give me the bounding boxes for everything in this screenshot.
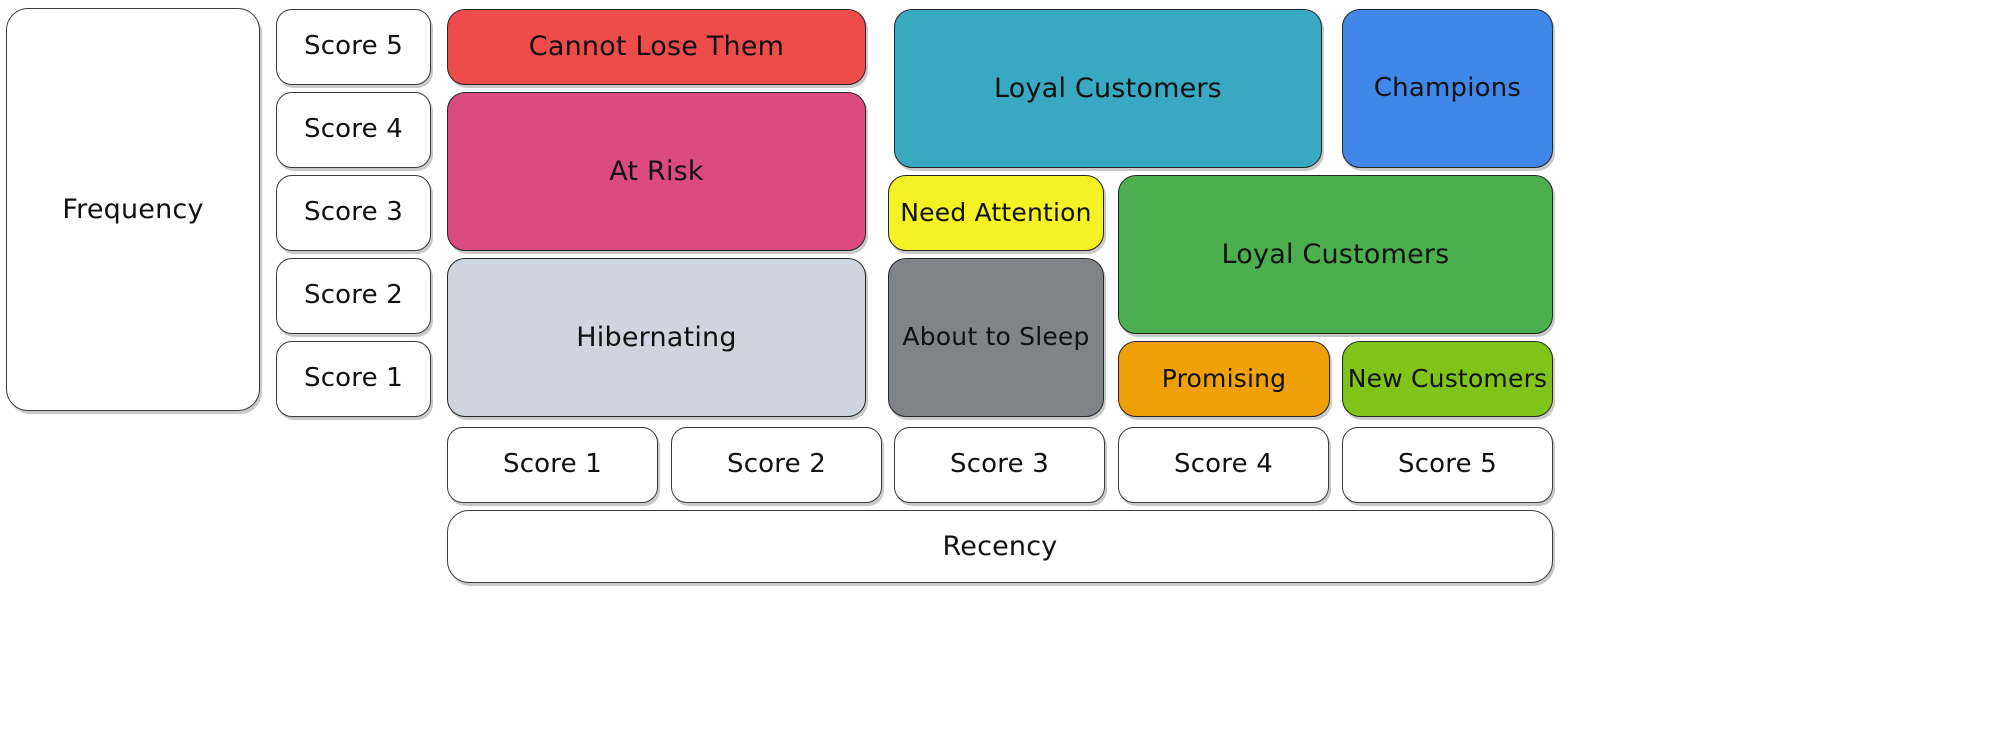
segment-new-customers[interactable]: New Customers bbox=[1342, 341, 1553, 417]
recency-score-2-label: Score 2 bbox=[671, 427, 882, 503]
recency-score-4-label: Score 4 bbox=[1118, 427, 1329, 503]
segment-about-to-sleep[interactable]: About to Sleep bbox=[888, 258, 1104, 417]
frequency-axis-label-text: Frequency bbox=[62, 193, 204, 225]
segment-loyal-customers-teal[interactable]: Loyal Customers bbox=[894, 9, 1322, 168]
frequency-score-1-label: Score 1 bbox=[276, 341, 431, 417]
recency-score-5-label: Score 5 bbox=[1342, 427, 1553, 503]
segment-at-risk[interactable]: At Risk bbox=[447, 92, 866, 251]
recency-axis-label-text: Recency bbox=[942, 530, 1058, 562]
recency-axis-label: Recency bbox=[447, 510, 1553, 583]
frequency-score-2-label: Score 2 bbox=[276, 258, 431, 334]
segment-cannot-lose-them[interactable]: Cannot Lose Them bbox=[447, 9, 866, 85]
frequency-score-3-label: Score 3 bbox=[276, 175, 431, 251]
frequency-score-5-label: Score 5 bbox=[276, 9, 431, 85]
segment-need-attention[interactable]: Need Attention bbox=[888, 175, 1104, 251]
recency-score-3-label: Score 3 bbox=[894, 427, 1105, 503]
segment-promising[interactable]: Promising bbox=[1118, 341, 1330, 417]
segment-loyal-customers-green[interactable]: Loyal Customers bbox=[1118, 175, 1553, 334]
segment-champions[interactable]: Champions bbox=[1342, 9, 1553, 168]
segment-hibernating[interactable]: Hibernating bbox=[447, 258, 866, 417]
frequency-axis-label: Frequency bbox=[6, 8, 260, 411]
frequency-score-4-label: Score 4 bbox=[276, 92, 431, 168]
recency-score-1-label: Score 1 bbox=[447, 427, 658, 503]
